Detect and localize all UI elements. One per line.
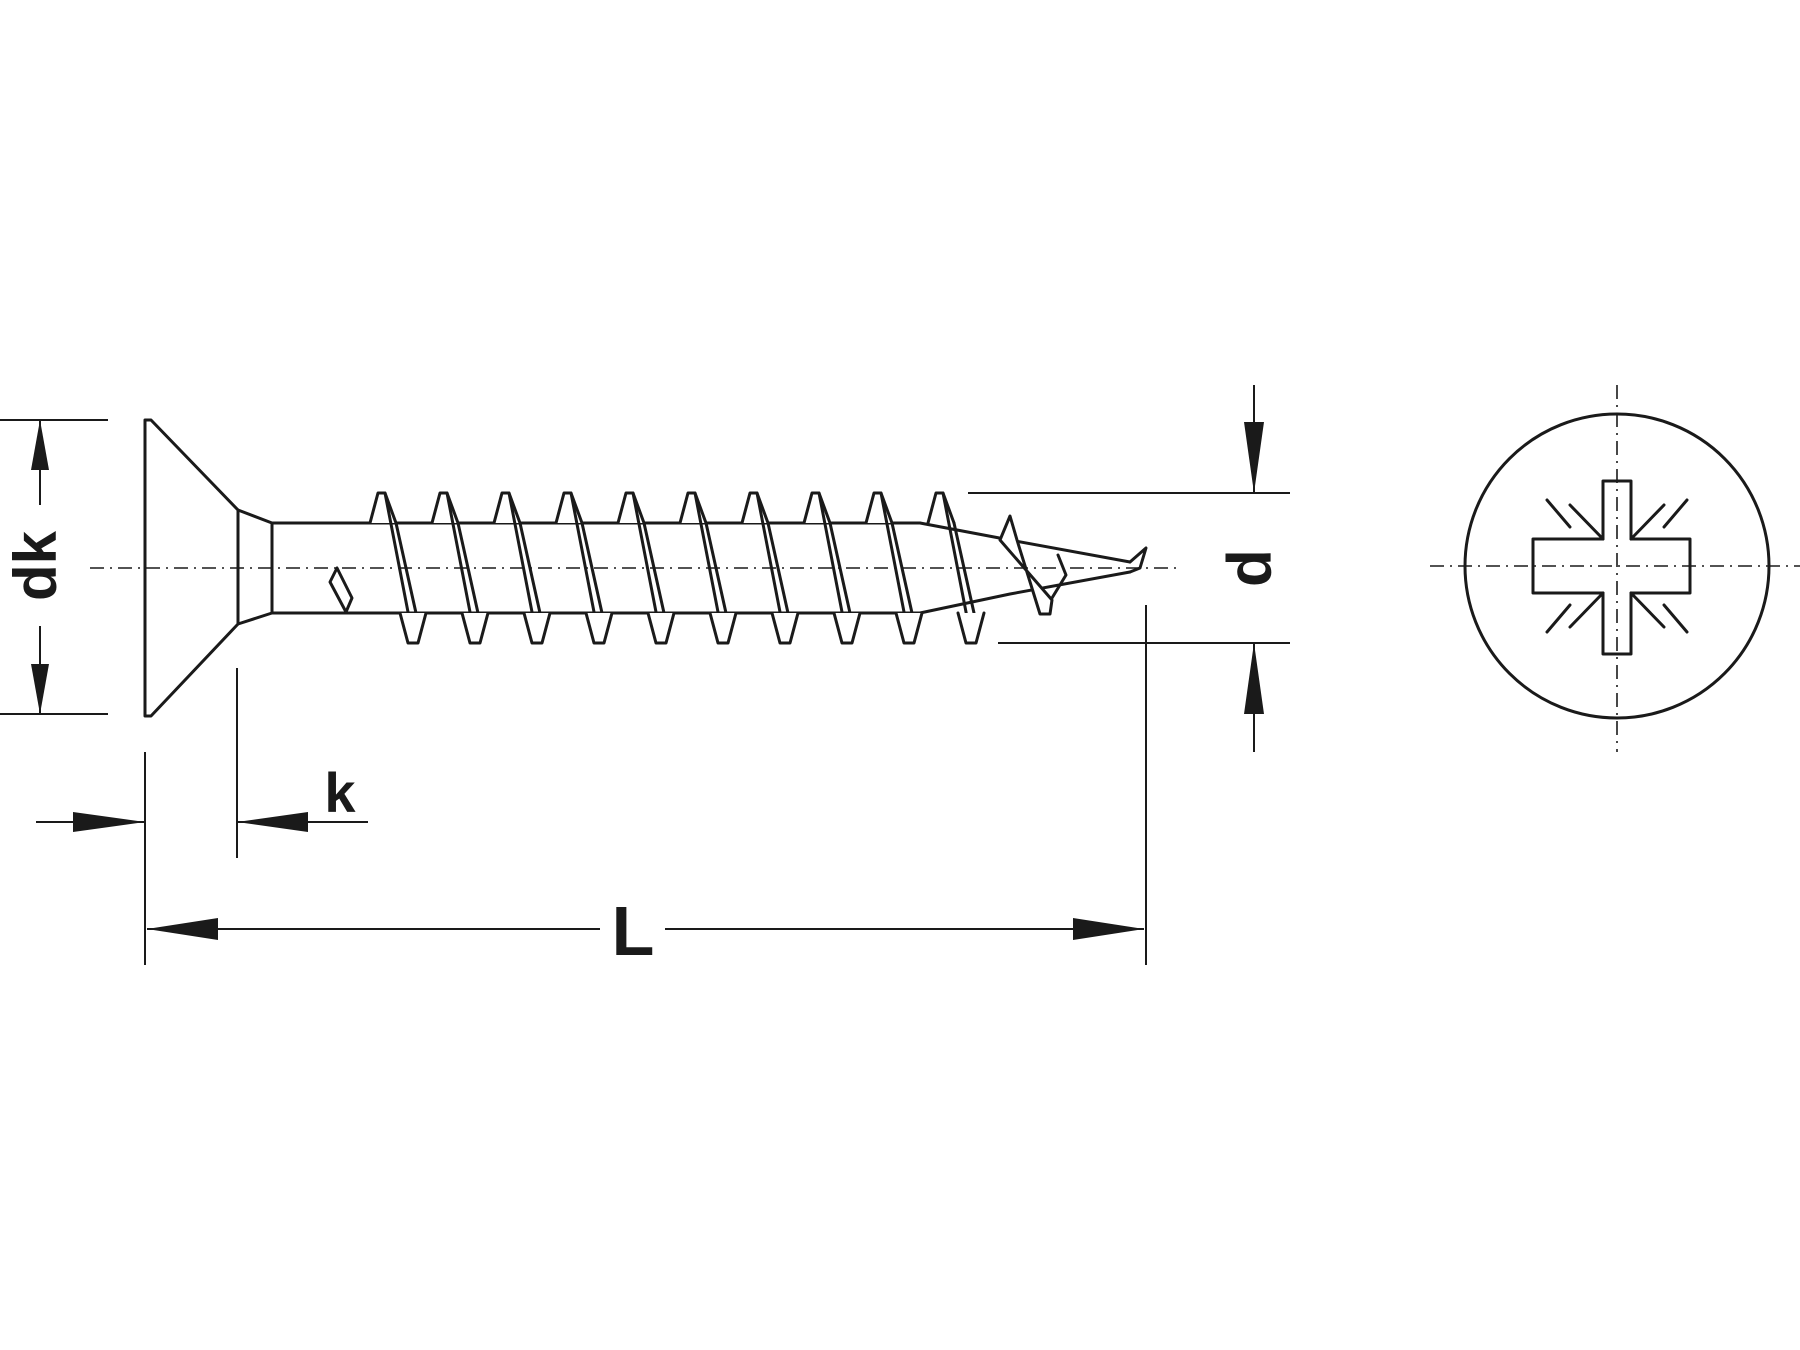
dim-k: k bbox=[36, 668, 368, 965]
recess-star-nw bbox=[1545, 498, 1572, 529]
d-arrow-top bbox=[1244, 422, 1264, 493]
screw-point bbox=[1128, 546, 1148, 574]
thread-flank-inner bbox=[766, 521, 790, 615]
thread-crest-bottom bbox=[770, 611, 800, 645]
head-outline-circle bbox=[1463, 412, 1771, 720]
thread-crest-bottom bbox=[522, 611, 552, 645]
L-arrow-left bbox=[147, 918, 218, 940]
screw-side-view bbox=[143, 418, 1148, 718]
recess-star-se bbox=[1662, 603, 1689, 634]
thread-crest-top bbox=[864, 491, 894, 525]
recess-tick-nw bbox=[1568, 503, 1605, 541]
dim-d: d bbox=[968, 385, 1290, 752]
thread-group bbox=[368, 491, 986, 645]
thread-crest-top bbox=[430, 491, 460, 525]
recess-star-ne bbox=[1662, 498, 1689, 529]
thread-crest-bottom bbox=[460, 611, 490, 645]
screw-head-top-view bbox=[1463, 412, 1771, 720]
recess-tick-ne bbox=[1629, 503, 1666, 541]
d-label: d bbox=[1215, 549, 1284, 587]
dk-label: dk bbox=[2, 530, 69, 601]
thread-crest-bottom bbox=[708, 611, 738, 645]
tip-thread-2 bbox=[1050, 553, 1068, 600]
d-arrow-bottom bbox=[1244, 643, 1264, 714]
thread-runout bbox=[328, 566, 354, 614]
recess-tick-se bbox=[1629, 591, 1666, 629]
dk-arrow-bottom bbox=[31, 664, 49, 714]
thread-flank-inner bbox=[890, 521, 914, 615]
thread-flank-inner bbox=[704, 521, 728, 615]
dim-dk: dk bbox=[0, 419, 108, 715]
thread-flank-inner bbox=[642, 521, 666, 615]
k-arrow-left bbox=[73, 812, 145, 832]
thread-flank-inner bbox=[580, 521, 604, 615]
thread-flank-inner bbox=[952, 521, 976, 615]
pozidriv-cross-recess bbox=[1531, 479, 1692, 656]
thread-crest-top bbox=[554, 491, 584, 525]
thread-crest-bottom bbox=[832, 611, 862, 645]
thread-crest-top bbox=[678, 491, 708, 525]
thread-crest-top bbox=[740, 491, 770, 525]
dim-L: L bbox=[147, 605, 1147, 970]
head-transition-top bbox=[236, 508, 274, 525]
dk-arrow-top bbox=[31, 420, 49, 470]
thread-crest-bottom bbox=[894, 611, 924, 645]
thread-crest-bottom bbox=[956, 611, 986, 645]
k-arrow-right bbox=[237, 812, 308, 832]
recess-star-sw bbox=[1545, 603, 1572, 634]
tip-taper-bottom bbox=[918, 570, 1132, 615]
thread-crest-top bbox=[616, 491, 646, 525]
head-transition-bottom bbox=[236, 611, 274, 626]
thread-crest-top bbox=[368, 491, 398, 525]
L-label: L bbox=[612, 892, 655, 970]
thread-crest-top bbox=[802, 491, 832, 525]
thread-flank-inner bbox=[518, 521, 542, 615]
thread-crest-top bbox=[492, 491, 522, 525]
thread-flank-inner bbox=[456, 521, 480, 615]
thread-crest-bottom bbox=[584, 611, 614, 645]
thread-crest-bottom bbox=[646, 611, 676, 645]
thread-flank-inner bbox=[828, 521, 852, 615]
L-arrow-right bbox=[1073, 918, 1144, 940]
recess-tick-sw bbox=[1568, 591, 1605, 629]
thread-flank-inner bbox=[394, 521, 418, 615]
tip-thread-1 bbox=[998, 514, 1054, 616]
thread-crest-top bbox=[926, 491, 956, 525]
k-label: k bbox=[324, 761, 356, 824]
thread-crest-bottom bbox=[398, 611, 428, 645]
